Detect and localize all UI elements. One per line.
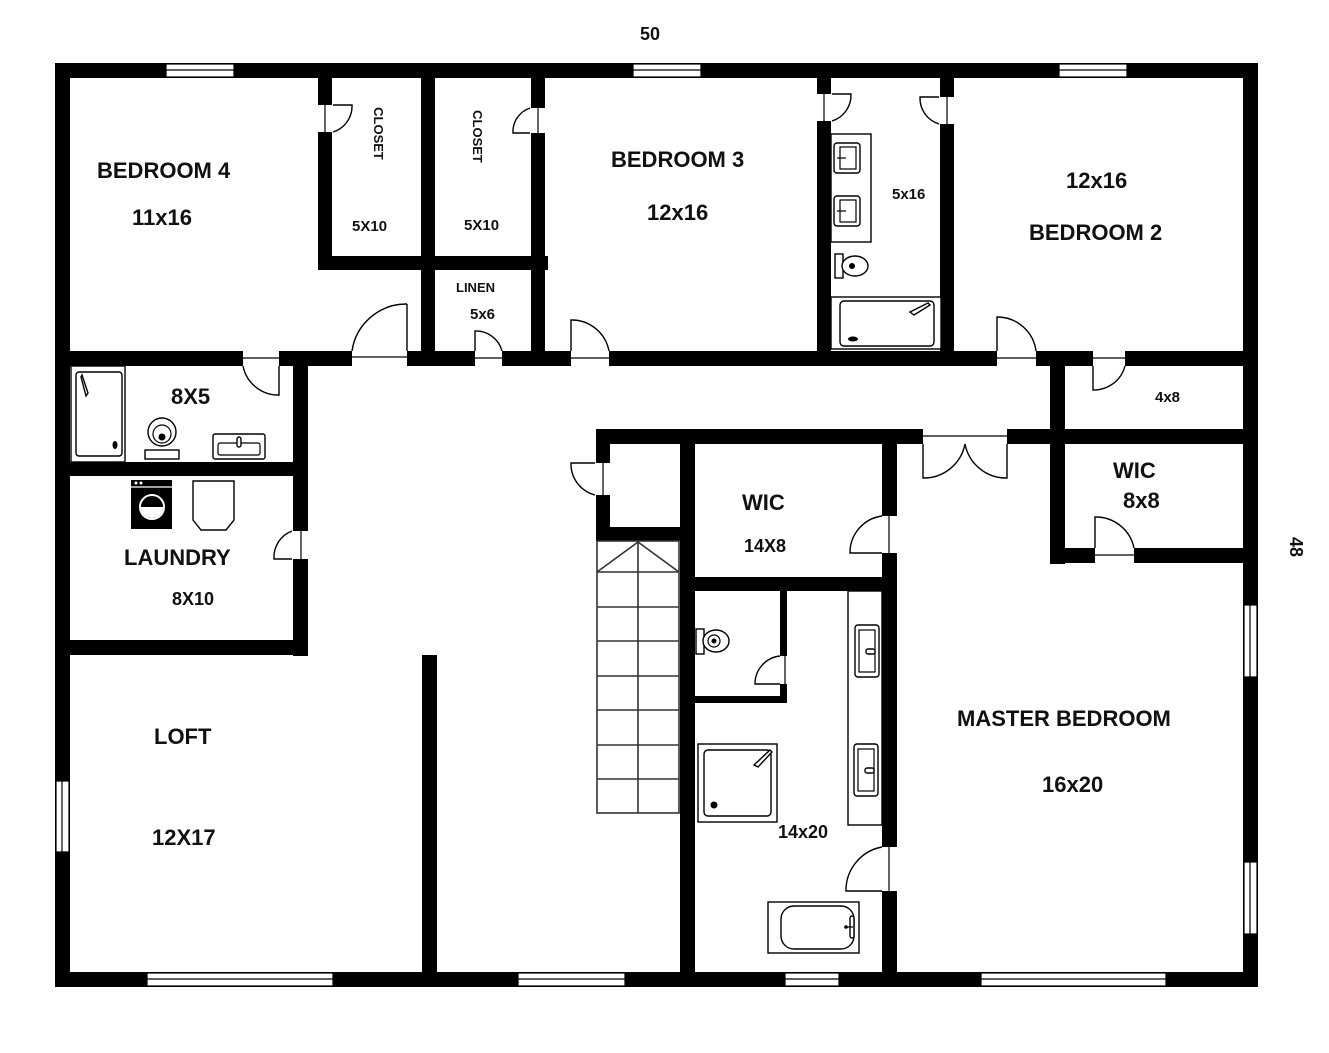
- room-name-linen: LINEN: [456, 280, 495, 295]
- room-size-wic-14x8: 14X8: [744, 536, 787, 556]
- doors[interactable]: [242, 93, 1135, 892]
- room-size-storage: 4x8: [1155, 389, 1181, 406]
- door-toilet-room[interactable]: [754, 655, 792, 685]
- room-size-loft: 12X17: [152, 825, 216, 850]
- room-name-bedroom3: BEDROOM 3: [611, 147, 745, 172]
- staircase-icon[interactable]: [596, 540, 680, 814]
- sink-icon: [847, 590, 883, 826]
- door-laundry[interactable]: [273, 530, 309, 560]
- door-linen[interactable]: [474, 330, 503, 367]
- room-name-master-bedroom: MASTER BEDROOM: [957, 706, 1171, 731]
- toilet-icon: [144, 417, 180, 460]
- room-size-bedroom4: 11x16: [132, 205, 192, 230]
- toilet-icon: [834, 253, 869, 279]
- door-wic-8x8[interactable]: [1094, 516, 1135, 564]
- door-bedroom2[interactable]: [996, 316, 1037, 367]
- room-name-closet1: CLOSET: [370, 107, 386, 160]
- room-size-laundry: 8X10: [172, 589, 215, 609]
- room-size-closet1: 5X10: [352, 218, 388, 235]
- windows: [55, 63, 1258, 987]
- overall-depth-label: 48: [1286, 536, 1307, 558]
- door-master-double[interactable]: [922, 428, 1008, 479]
- room-size-bedroom2: 12x16: [1066, 168, 1128, 193]
- room-name-loft: LOFT: [154, 724, 212, 749]
- door-stair-closet[interactable]: [570, 462, 611, 496]
- overall-width-label: 50: [640, 24, 661, 44]
- door-closet1[interactable]: [317, 104, 353, 133]
- door-hall-bath[interactable]: [242, 350, 280, 396]
- fixtures: [70, 133, 942, 954]
- room-size-hall-bath: 8X5: [171, 384, 211, 409]
- exterior-walls: [55, 63, 1258, 987]
- door-closet2[interactable]: [512, 107, 546, 134]
- room-size-jack-jill-bath: 5x16: [892, 186, 926, 203]
- room-size-wic-8x8: 8x8: [1123, 488, 1160, 513]
- room-name-closet2: CLOSET: [469, 110, 485, 163]
- sink-icon: [830, 133, 872, 243]
- room-name-wic-8x8: WIC: [1113, 458, 1156, 483]
- shower-icon: [697, 743, 778, 823]
- room-name-wic-14x8: WIC: [742, 490, 785, 515]
- door-master-bath[interactable]: [845, 846, 898, 892]
- room-size-linen: 5x6: [470, 306, 496, 323]
- washing-machine-icon: [131, 480, 172, 529]
- room-size-master-bath: 14x20: [778, 822, 829, 842]
- dryer-icon: [192, 480, 235, 531]
- door-wic-14x8[interactable]: [849, 515, 898, 554]
- room-size-bedroom3: 12x16: [647, 200, 709, 225]
- room-name-laundry: LAUNDRY: [124, 545, 231, 570]
- shower-icon: [830, 296, 942, 350]
- door-storage[interactable]: [1092, 350, 1126, 391]
- room-name-bedroom4: BEDROOM 4: [97, 158, 231, 183]
- shower-icon: [70, 365, 126, 463]
- door-bath-left[interactable]: [816, 93, 852, 122]
- bathtub-icon: [767, 901, 860, 954]
- toilet-icon: [695, 628, 730, 655]
- room-size-closet2: 5X10: [464, 217, 500, 234]
- room-size-master-bedroom: 16x20: [1042, 772, 1104, 797]
- room-name-bedroom2: BEDROOM 2: [1029, 220, 1163, 245]
- door-bedroom4[interactable]: [351, 303, 408, 367]
- door-bath-right[interactable]: [919, 96, 955, 125]
- door-bedroom3[interactable]: [570, 319, 610, 367]
- sink-icon: [212, 433, 266, 460]
